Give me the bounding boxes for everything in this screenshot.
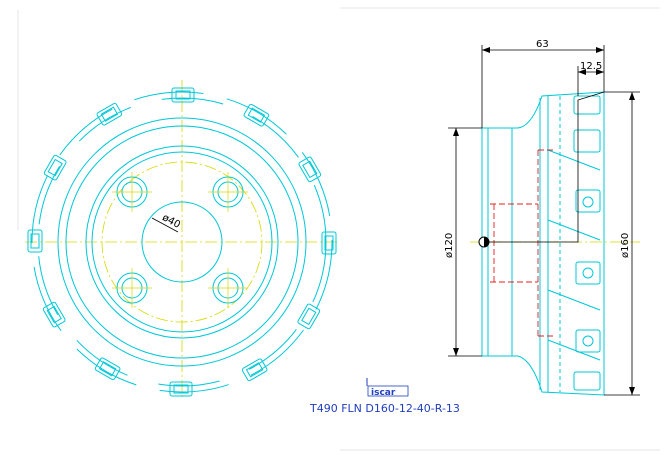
side-view: 63 12.5 ø120 ø160 (444, 39, 640, 396)
center-bore (141, 201, 223, 283)
cutter-body-outline (31, 91, 333, 393)
dim-insert-height: 12.5 (580, 61, 602, 72)
front-centerlines (25, 80, 340, 400)
svg-text:iscar: iscar (371, 388, 396, 398)
bolt-holes (116, 176, 244, 304)
dimension-lines (448, 45, 640, 396)
model-code-caption: T490 FLN D160-12-40-R-13 (309, 402, 460, 415)
bolt-hole-centerlines (112, 172, 248, 308)
hidden-lines (490, 149, 556, 337)
iscar-logo: iscar (366, 378, 409, 398)
inserts (27, 87, 337, 397)
dim-hub-diameter: ø120 (444, 233, 455, 258)
bore-leader (151, 217, 179, 233)
dimension-arrows (453, 47, 635, 395)
side-body-outline (481, 91, 605, 396)
dim-outer-diameter: ø160 (620, 233, 631, 258)
dim-total-height: 63 (536, 39, 549, 50)
sheet-border (17, 7, 660, 451)
front-view: ø40 (25, 80, 340, 400)
